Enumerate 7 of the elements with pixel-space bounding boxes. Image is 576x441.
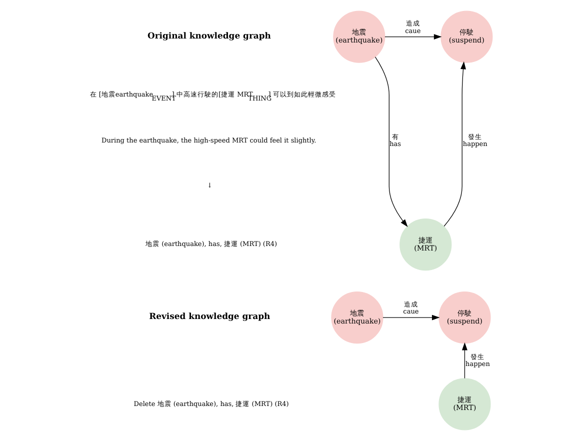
label: Revised knowledge graph [148,311,270,322]
arrow [443,61,466,227]
arrow [374,56,408,228]
arrow [384,34,442,40]
arrow [461,342,467,379]
arrow [382,314,440,320]
label: Original knowledge graph [146,30,270,40]
